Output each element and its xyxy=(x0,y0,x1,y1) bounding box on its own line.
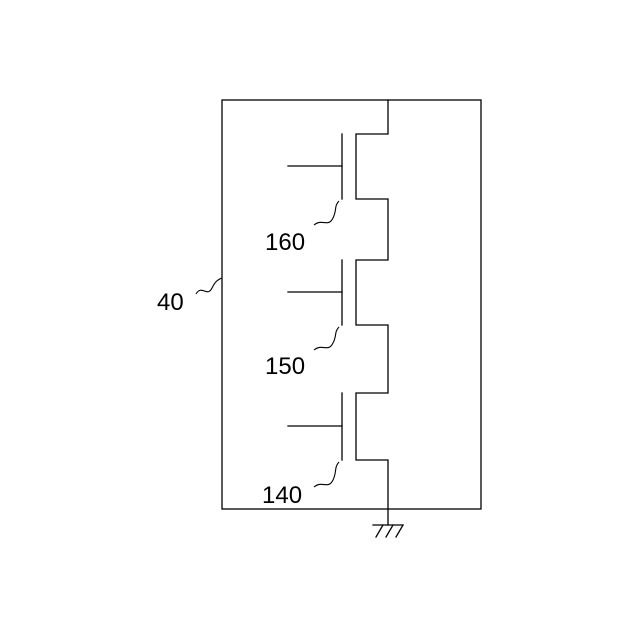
transistor-label-140: 140 xyxy=(262,482,302,509)
ground-icon xyxy=(373,525,403,537)
module-label: 40 xyxy=(157,289,184,316)
transistor-140 xyxy=(288,393,342,460)
leader-line-160 xyxy=(314,201,339,225)
transistor-160 xyxy=(288,134,342,199)
transistor-label-160: 160 xyxy=(265,229,305,256)
leader-line-40 xyxy=(196,278,222,294)
leader-line-150 xyxy=(314,327,339,350)
module-boundary xyxy=(222,100,481,509)
transistor-label-150: 150 xyxy=(265,353,305,380)
transistor-150 xyxy=(288,260,342,325)
series-chain-wire xyxy=(356,100,388,525)
leader-line-140 xyxy=(314,462,339,487)
